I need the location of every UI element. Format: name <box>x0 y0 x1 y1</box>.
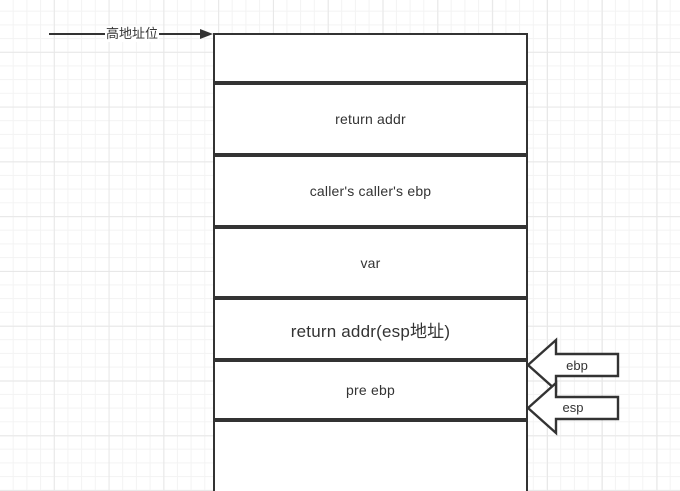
esp-label: esp <box>563 400 584 415</box>
stack-cell-empty-bottom <box>213 420 528 491</box>
ebp-pointer-arrow: ebp <box>526 337 620 393</box>
stack-column: return addr caller's caller's ebp var re… <box>213 33 528 491</box>
stack-cell-return-addr: return addr <box>213 83 528 155</box>
high-address-label: 高地址位 <box>105 26 160 42</box>
stack-cell-var: var <box>213 227 528 298</box>
stack-cell-empty-top <box>213 33 528 83</box>
esp-pointer-arrow: esp <box>526 380 620 436</box>
stack-cell-label: var <box>360 254 381 271</box>
stack-cell-label: pre ebp <box>346 382 395 398</box>
block-arrow-left-icon <box>526 380 620 436</box>
ebp-label: ebp <box>566 358 588 373</box>
arrowhead-right-icon <box>200 29 213 39</box>
high-address-arrow: 高地址位 <box>49 26 213 42</box>
arrow-line <box>49 32 105 36</box>
stack-cell-return-addr-esp: return addr(esp地址) <box>213 298 528 360</box>
stack-cell-pre-ebp: pre ebp <box>213 360 528 420</box>
stack-cell-label: return addr(esp地址) <box>290 321 451 341</box>
arrow-line <box>159 32 200 36</box>
stack-cell-label: return addr <box>335 111 406 127</box>
stack-cell-callers-caller-ebp: caller's caller's ebp <box>213 155 528 227</box>
stack-cell-label: caller's caller's ebp <box>309 183 432 199</box>
